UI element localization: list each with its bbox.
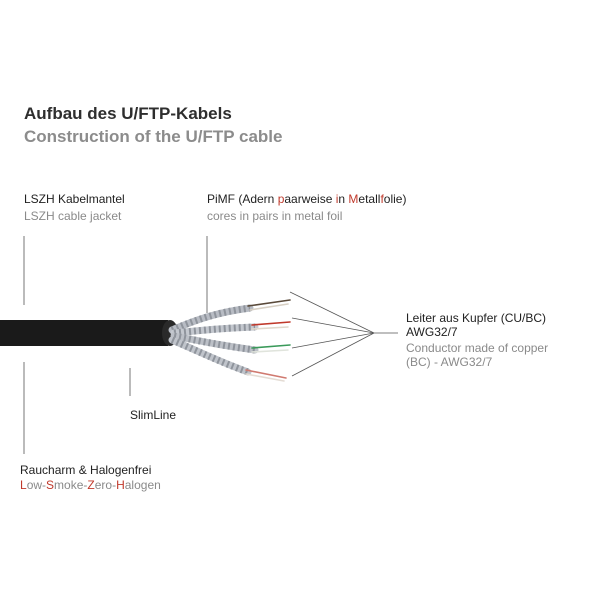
label-halogen-de: Raucharm & Halogenfrei [20, 463, 152, 477]
label-halogen-en-part-3: moke- [54, 478, 88, 492]
leader-conductor-3 [291, 332, 375, 349]
foil-pair-2-texture [173, 323, 256, 337]
label-conductor-de-1: Leiter aus Kupfer (CU/BC) [406, 311, 547, 325]
label-pimf-de-part-5: M [348, 192, 359, 206]
foil-pair-3-texture [173, 332, 256, 354]
label-jacket-en: LSZH cable jacket [24, 209, 122, 223]
label-halogen-en: Low-Smoke-Zero-Halogen [20, 478, 161, 492]
label-halogen-en-part-1: ow- [26, 478, 47, 492]
label-halogen-en-part-0: L [20, 478, 27, 492]
core-white-green [251, 349, 289, 353]
label-pimf-de-part-3: i [335, 192, 339, 206]
core-white-brown [249, 303, 289, 311]
title-german: Aufbau des U/FTP-Kabels [24, 104, 232, 123]
label-slimline: SlimLine [130, 408, 177, 422]
label-halogen-en-part-5: ero- [94, 478, 117, 492]
title-english: Construction of the U/FTP cable [24, 127, 283, 146]
leader-conductor-1 [289, 291, 375, 334]
label-pimf-de-part-8: olie) [383, 192, 407, 206]
label-pimf-de-part-2: aarweise [284, 192, 336, 206]
label-pimf-de-part-6: etall [358, 192, 381, 206]
label-pimf-de-part-1: p [277, 192, 285, 206]
copper-cores [245, 299, 291, 382]
leader-conductor-4 [291, 332, 375, 377]
label-conductor-de-2: AWG32/7 [406, 325, 458, 339]
label-pimf-de-part-0: PiMF (Adern [207, 192, 278, 206]
foil-pair-4-texture [170, 336, 250, 376]
cable-jacket [0, 320, 173, 346]
leader-lines [23, 236, 398, 454]
label-pimf-en: cores in pairs in metal foil [207, 209, 343, 223]
core-white-red [251, 326, 289, 330]
leader-conductor-2 [291, 317, 375, 334]
label-halogen-en-part-2: S [46, 478, 55, 492]
core-brown [247, 299, 291, 307]
core-green [251, 344, 291, 349]
foil-pairs [168, 304, 259, 376]
foil-pair-1-texture [170, 304, 251, 334]
label-pimf-de: PiMF (Adern paarweise in Metallfolie) [207, 192, 406, 206]
label-conductor-en-2: (BC) - AWG32/7 [406, 355, 493, 369]
core-red [251, 321, 291, 326]
label-halogen-en-part-4: Z [87, 478, 95, 492]
label-halogen-en-part-7: alogen [124, 478, 161, 492]
core-white-orange [245, 373, 285, 382]
label-halogen-en-part-6: H [116, 478, 125, 492]
label-pimf-de-part-7: f [380, 192, 384, 206]
label-pimf-de-part-4: n [338, 192, 349, 206]
label-jacket-de: LSZH Kabelmantel [24, 192, 125, 206]
label-conductor-en-1: Conductor made of copper [406, 341, 549, 355]
core-orange [245, 369, 287, 379]
